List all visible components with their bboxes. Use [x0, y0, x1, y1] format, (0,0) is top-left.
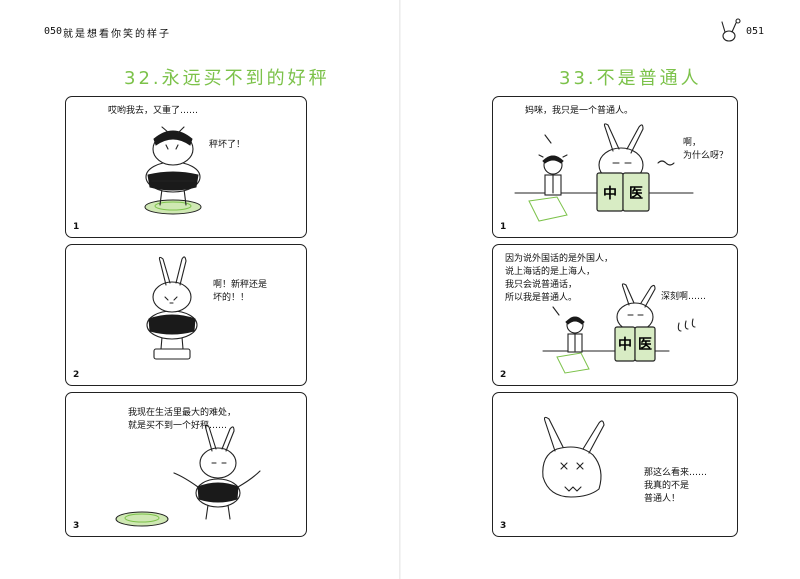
mom-reading-kid-drawing: 中 医	[542, 283, 696, 374]
book-title: 就是想看你笑的样子	[63, 29, 171, 40]
panel-text: 啊， 为什么呀？	[683, 138, 729, 161]
panel-number: 3	[73, 521, 80, 531]
bunny-shrugging-drawing	[115, 424, 261, 527]
bunny-mini-icon	[721, 18, 741, 42]
bunny-on-scale-drawing	[144, 126, 202, 215]
comic-panel-left-2: 啊！新秤还是 坏的！！ 2	[65, 244, 307, 386]
panel-number: 1	[500, 222, 507, 232]
book-char: 医	[638, 337, 652, 353]
bunny-head-drawing	[542, 416, 605, 498]
left-page-number: 050	[44, 26, 63, 37]
panel-text: 啊！新秤还是 坏的！！	[213, 280, 268, 303]
panel-number: 3	[500, 521, 507, 531]
book-spine	[399, 0, 401, 579]
panel-text: 因为说外国话的是外国人， 说上海话的是上海人， 我只会说普通话， 所以我是普通人…	[505, 254, 614, 303]
comic-panel-right-2: 中 医 因为说外国话的是外国人， 说上海话的是上海人， 我只会说普通话， 所以我…	[492, 244, 738, 386]
mom-reading-kid-drawing: 中 医	[514, 123, 694, 222]
panel-text: 深刻啊……	[661, 292, 707, 302]
comic-panel-right-3: 那这么看来…… 我真的不是 普通人！ 3	[492, 392, 738, 537]
right-page-number: 051	[746, 26, 765, 37]
panel-number: 1	[73, 222, 80, 232]
book-char: 中	[618, 336, 632, 353]
panel-text: 那这么看来…… 我真的不是 普通人！	[644, 468, 708, 504]
comic-panel-right-1: 中 医 妈咪，我只是一个普通人。 啊， 为什么呀？ 1	[492, 96, 738, 238]
right-chapter-title: 33.不是普通人	[559, 68, 702, 89]
left-chapter-title: 32.永远买不到的好秤	[124, 68, 330, 89]
bunny-on-scale-drawing	[146, 256, 198, 360]
panel-number: 2	[500, 370, 507, 380]
comic-panel-left-3: 我现在生活里最大的难处， 就是买不到一个好秤…… 3	[65, 392, 307, 537]
panel-text: 秤坏了！	[209, 140, 246, 150]
panel-text: 我现在生活里最大的难处， 就是买不到一个好秤……	[128, 408, 237, 431]
comic-panel-left-1: 哎哟我去，又重了…… 秤坏了！ 1	[65, 96, 307, 238]
panel-text: 哎哟我去，又重了……	[108, 106, 199, 116]
book-char: 医	[629, 186, 643, 202]
panel-number: 2	[73, 370, 80, 380]
book-char: 中	[603, 185, 617, 202]
panel-text: 妈咪，我只是一个普通人。	[525, 106, 634, 116]
